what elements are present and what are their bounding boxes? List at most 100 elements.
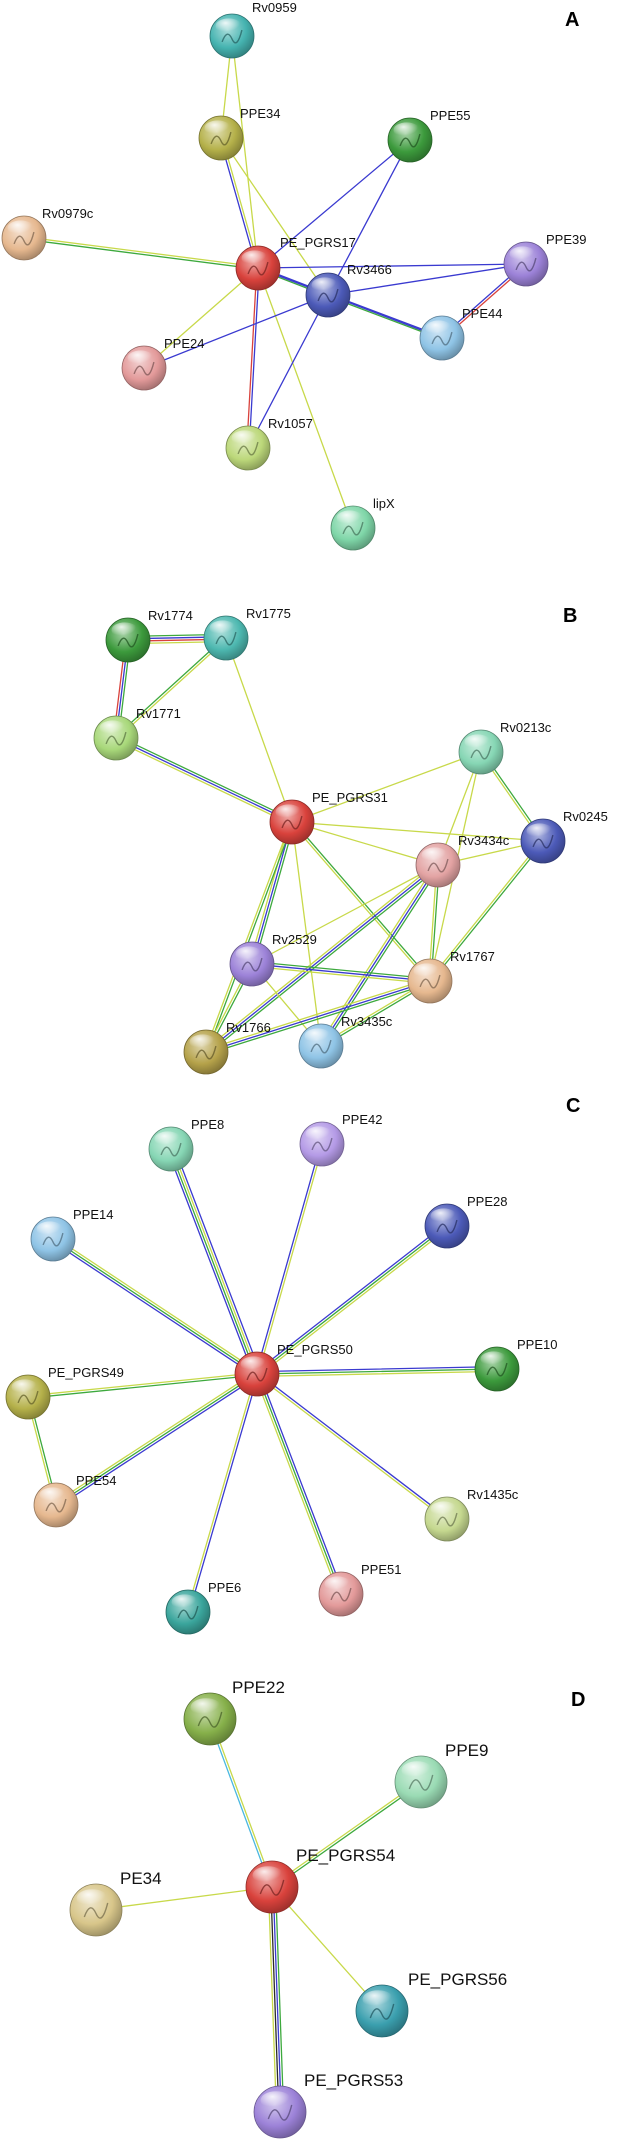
node-rv1774[interactable]: Rv1774	[105, 608, 193, 663]
node-label-pe_pgrs49: PE_PGRS49	[48, 1365, 124, 1380]
node-ppe28[interactable]: PPE28	[424, 1194, 507, 1249]
edge-rv3434c-rv2529	[251, 864, 439, 965]
edge-line	[51, 1240, 257, 1377]
edge-line	[206, 821, 294, 1054]
edge-line	[272, 1886, 282, 2113]
node-pe_pgrs53[interactable]: PE_PGRS53	[253, 2071, 403, 2139]
node-ppe54[interactable]: PPE54	[33, 1473, 116, 1528]
node-ppe24[interactable]: PPE24	[121, 336, 204, 391]
node-rv2529[interactable]: Rv2529	[229, 932, 317, 987]
node-highlight	[189, 1034, 216, 1050]
edge-line	[254, 1374, 340, 1596]
node-label-rv1767: Rv1767	[450, 949, 495, 964]
edge-line	[270, 1780, 421, 1887]
node-highlight	[241, 250, 268, 266]
node-ppe34[interactable]: PPE34	[198, 106, 280, 161]
node-pe_pgrs17[interactable]: PE_PGRS17	[235, 235, 356, 291]
node-pe34[interactable]: PE34	[69, 1869, 162, 1937]
protein-structure-icon	[267, 2104, 293, 2121]
node-pe_pgrs49[interactable]: PE_PGRS49	[5, 1365, 124, 1420]
node-label-rv1057: Rv1057	[268, 416, 313, 431]
node-label-ppe14: PPE14	[73, 1207, 113, 1222]
node-rv1771[interactable]: Rv1771	[93, 706, 181, 761]
edge-line	[257, 1143, 324, 1375]
node-label-rv3434c: Rv3434c	[458, 833, 510, 848]
node-ppe14[interactable]: PPE14	[30, 1207, 113, 1262]
node-label-pe34: PE34	[120, 1869, 162, 1888]
edge-line	[115, 737, 293, 823]
node-rv0245[interactable]: Rv0245	[520, 809, 608, 864]
node-rv0959[interactable]: Rv0959	[209, 0, 297, 59]
edge-line	[220, 137, 329, 296]
node-lipx[interactable]: lipX	[330, 496, 395, 551]
node-rv1766[interactable]: Rv1766	[183, 1020, 271, 1075]
node-rv1057[interactable]: Rv1057	[225, 416, 313, 471]
node-highlight	[425, 320, 452, 336]
node-rv3435c[interactable]: Rv3435c	[298, 1014, 393, 1069]
edge-line	[257, 267, 443, 339]
node-highlight	[509, 246, 536, 262]
node-highlight	[275, 804, 302, 820]
node-highlight	[430, 1501, 457, 1517]
edge-line	[203, 862, 438, 1051]
edge-line	[205, 864, 439, 1053]
node-rv1775[interactable]: Rv1775	[203, 606, 291, 661]
node-ppe51[interactable]: PPE51	[318, 1562, 401, 1617]
node-ppe39[interactable]: PPE39	[503, 232, 586, 287]
node-rv0979c[interactable]: Rv0979c	[1, 206, 94, 261]
node-highlight	[209, 620, 236, 636]
node-ppe44[interactable]: PPE44	[419, 306, 502, 361]
edge-line	[257, 139, 411, 269]
protein-structure-icon	[259, 1879, 285, 1896]
edge-rv3466-rv1057	[247, 294, 329, 449]
node-rv1435c[interactable]: Rv1435c	[424, 1487, 519, 1542]
node-highlight	[464, 734, 491, 750]
node-label-ppe24: PPE24	[164, 336, 204, 351]
node-highlight	[413, 963, 440, 979]
protein-structure-icon	[247, 261, 269, 276]
node-rv1767[interactable]: Rv1767	[407, 949, 495, 1004]
node-highlight	[240, 1356, 267, 1372]
node-label-rv1775: Rv1775	[246, 606, 291, 621]
edge-rv3466-ppe39	[327, 263, 527, 296]
panel-label: B	[563, 605, 577, 627]
edge-line	[114, 739, 292, 825]
node-rv3434c[interactable]: Rv3434c	[415, 833, 510, 888]
node-ppe9[interactable]: PPE9	[394, 1741, 488, 1809]
edge-ppe34-rv3466	[220, 137, 329, 296]
node-ppe8[interactable]: PPE8	[148, 1117, 224, 1172]
edge-pe_pgrs50-ppe10	[256, 1365, 498, 1378]
protein-structure-icon	[133, 361, 155, 376]
node-rv0213c[interactable]: Rv0213c	[458, 720, 552, 775]
edge-line	[27, 1372, 258, 1397]
node-label-ppe42: PPE42	[342, 1112, 382, 1127]
node-ppe10[interactable]: PPE10	[474, 1337, 557, 1392]
edge-line	[430, 841, 545, 983]
edge-line	[322, 865, 441, 1048]
node-pe_pgrs54[interactable]: PE_PGRS54	[245, 1846, 395, 1914]
node-pe_pgrs31[interactable]: PE_PGRS31	[269, 790, 388, 845]
node-pe_pgrs56[interactable]: PE_PGRS56	[355, 1970, 507, 2038]
node-ppe22[interactable]: PPE22	[183, 1678, 285, 1746]
edge-line	[291, 821, 439, 866]
edge-pe_pgrs50-ppe54	[54, 1371, 259, 1508]
edge-line	[291, 821, 322, 1047]
edge-pe_pgrs17-lipx	[257, 267, 354, 529]
node-ppe55[interactable]: PPE55	[387, 108, 470, 163]
node-ppe6[interactable]: PPE6	[165, 1580, 241, 1635]
node-ppe42[interactable]: PPE42	[299, 1112, 382, 1167]
node-label-pe_pgrs17: PE_PGRS17	[280, 235, 356, 250]
node-pe_pgrs50[interactable]: PE_PGRS50	[234, 1342, 353, 1397]
node-rv3466[interactable]: Rv3466	[305, 262, 392, 318]
edge-rv1775-rv1771	[114, 636, 228, 740]
edge-line	[272, 1782, 423, 1889]
edge-line	[318, 863, 437, 1046]
node-label-pe_pgrs53: PE_PGRS53	[304, 2071, 403, 2090]
edge-line	[256, 1368, 498, 1375]
edge-rv0979c-pe_pgrs17	[23, 236, 259, 270]
protein-structure-icon	[281, 815, 303, 830]
protein-structure-icon	[42, 1232, 64, 1247]
